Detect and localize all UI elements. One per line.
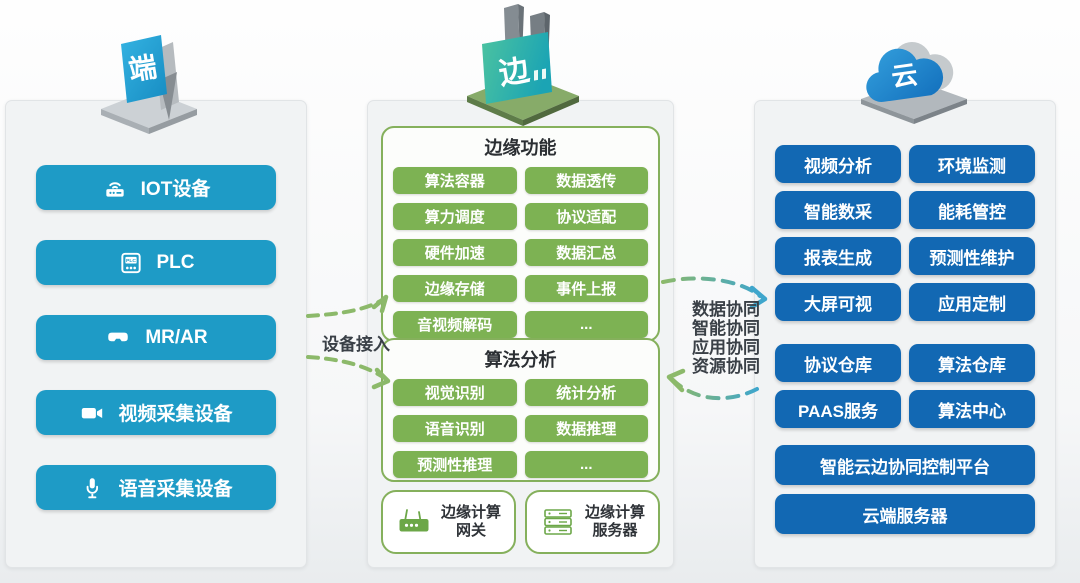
- plc-icon-text: PLC: [126, 257, 136, 263]
- node-application-customization: 应用定制: [909, 283, 1035, 321]
- node-smart-data-acquisition: 智能数采: [775, 191, 901, 229]
- terminal-device-list: IOT设备 PLC PLC MR/AR: [36, 165, 276, 510]
- node-more-analysis: ...: [524, 451, 648, 478]
- microphone-icon: [87, 477, 99, 498]
- gateway-router-icon: [399, 509, 429, 532]
- node-edge-server: 边缘计算 服务器: [525, 490, 660, 554]
- node-protocol-repository: 协议仓库: [775, 344, 901, 382]
- collaboration-label-intelligence: 智能协同: [692, 319, 760, 338]
- section-title: 算法分析: [484, 350, 557, 370]
- node-protocol-adaptation: 协议适配: [524, 203, 648, 230]
- edge-functions-section: 边缘功能 算法容器 数据透传 算力调度 协议适配 硬件加速 数据汇总 边缘存储 …: [381, 126, 660, 342]
- algorithm-analysis-section: 算法分析 视觉识别 统计分析 语音识别 数据推理 预测性推理 ...: [381, 338, 660, 482]
- node-predictive-maintenance: 预测性维护: [909, 237, 1035, 275]
- cloud-3d-badge: 云: [861, 42, 967, 124]
- node-predictive-inference: 预测性推理: [393, 451, 517, 478]
- edge-hardware-row: 边缘计算 网关 边缘计算 服务器: [381, 490, 660, 554]
- cloud-applications-grid: 视频分析 环境监测 智能数采 能耗管控 报表生成 预测性维护 大屏可视 应用定制: [775, 145, 1035, 321]
- edge-panel: 边缘功能 算法容器 数据透传 算力调度 协议适配 硬件加速 数据汇总 边缘存储 …: [367, 100, 674, 568]
- edge-3d-badge: 边: [467, 4, 579, 126]
- node-edge-gateway: 边缘计算 网关: [381, 490, 516, 554]
- node-environment-monitoring: 环境监测: [909, 145, 1035, 183]
- terminal-badge-text: 端: [127, 51, 160, 86]
- node-label: IOT设备: [140, 179, 211, 200]
- node-visual-recognition: 视觉识别: [393, 379, 517, 406]
- node-cloud-edge-control-platform: 智能云边协同控制平台: [775, 445, 1035, 485]
- node-mr-ar: MR/AR: [36, 315, 276, 360]
- cloud-repositories-grid: 协议仓库 算法仓库 PAAS服务 算法中心: [775, 344, 1035, 428]
- section-title: 边缘功能: [484, 138, 557, 158]
- node-speech-recognition: 语音识别: [393, 415, 517, 442]
- hardware-label: 边缘计算 服务器: [584, 504, 645, 539]
- node-label: PLC: [156, 251, 195, 273]
- edge-badge-text: 边: [496, 53, 532, 91]
- device-access-label: 设备接入: [322, 335, 390, 354]
- node-statistical-analysis: 统计分析: [524, 379, 648, 406]
- node-more-functions: ...: [524, 311, 648, 338]
- server-stack-icon: [544, 509, 572, 535]
- node-cloud-server: 云端服务器: [775, 494, 1035, 534]
- node-algorithm-repository: 算法仓库: [909, 344, 1035, 382]
- node-data-aggregation: 数据汇总: [524, 239, 648, 266]
- collaboration-label-data: 数据协同: [692, 300, 760, 319]
- terminal-3d-badge: 端: [101, 35, 197, 134]
- algorithm-analysis-grid: 视觉识别 统计分析 语音识别 数据推理 预测性推理 ...: [383, 372, 658, 478]
- node-av-decoding: 音视频解码: [393, 311, 517, 338]
- terminal-panel: IOT设备 PLC PLC MR/AR: [5, 100, 307, 568]
- video-camera-icon: [82, 407, 103, 418]
- collaboration-label-application: 应用协同: [692, 338, 760, 357]
- hardware-label: 边缘计算 网关: [440, 504, 501, 539]
- cloud-panel: 视频分析 环境监测 智能数采 能耗管控 报表生成 预测性维护 大屏可视 应用定制…: [754, 100, 1056, 568]
- node-plc: PLC PLC: [36, 240, 276, 285]
- iot-device-icon: [105, 181, 124, 197]
- node-big-screen-visualization: 大屏可视: [775, 283, 901, 321]
- node-report-generation: 报表生成: [775, 237, 901, 275]
- node-energy-management: 能耗管控: [909, 191, 1035, 229]
- node-hardware-acceleration: 硬件加速: [393, 239, 517, 266]
- node-edge-storage: 边缘存储: [393, 275, 517, 302]
- node-algorithm-center: 算法中心: [909, 390, 1035, 428]
- node-voice-capture: 语音采集设备: [36, 465, 276, 510]
- node-iot-device: IOT设备: [36, 165, 276, 210]
- node-label: 语音采集设备: [118, 479, 233, 500]
- cloud-badge-text: 云: [889, 59, 919, 92]
- node-video-capture: 视频采集设备: [36, 390, 276, 435]
- node-event-reporting: 事件上报: [524, 275, 648, 302]
- node-data-passthrough: 数据透传: [524, 167, 648, 194]
- collaboration-label-resource: 资源协同: [692, 357, 760, 376]
- collaboration-labels: 数据协同 智能协同 应用协同 资源协同: [681, 300, 771, 376]
- node-paas-service: PAAS服务: [775, 390, 901, 428]
- node-data-inference: 数据推理: [524, 415, 648, 442]
- node-label: 视频采集设备: [118, 404, 233, 425]
- node-compute-scheduling: 算力调度: [393, 203, 517, 230]
- node-algorithm-container: 算法容器: [393, 167, 517, 194]
- mr-ar-glasses-icon: [108, 332, 129, 341]
- node-video-analysis: 视频分析: [775, 145, 901, 183]
- plc-icon: PLC: [120, 252, 141, 273]
- edge-functions-grid: 算法容器 数据透传 算力调度 协议适配 硬件加速 数据汇总 边缘存储 事件上报 …: [383, 160, 658, 338]
- node-label: MR/AR: [145, 326, 208, 348]
